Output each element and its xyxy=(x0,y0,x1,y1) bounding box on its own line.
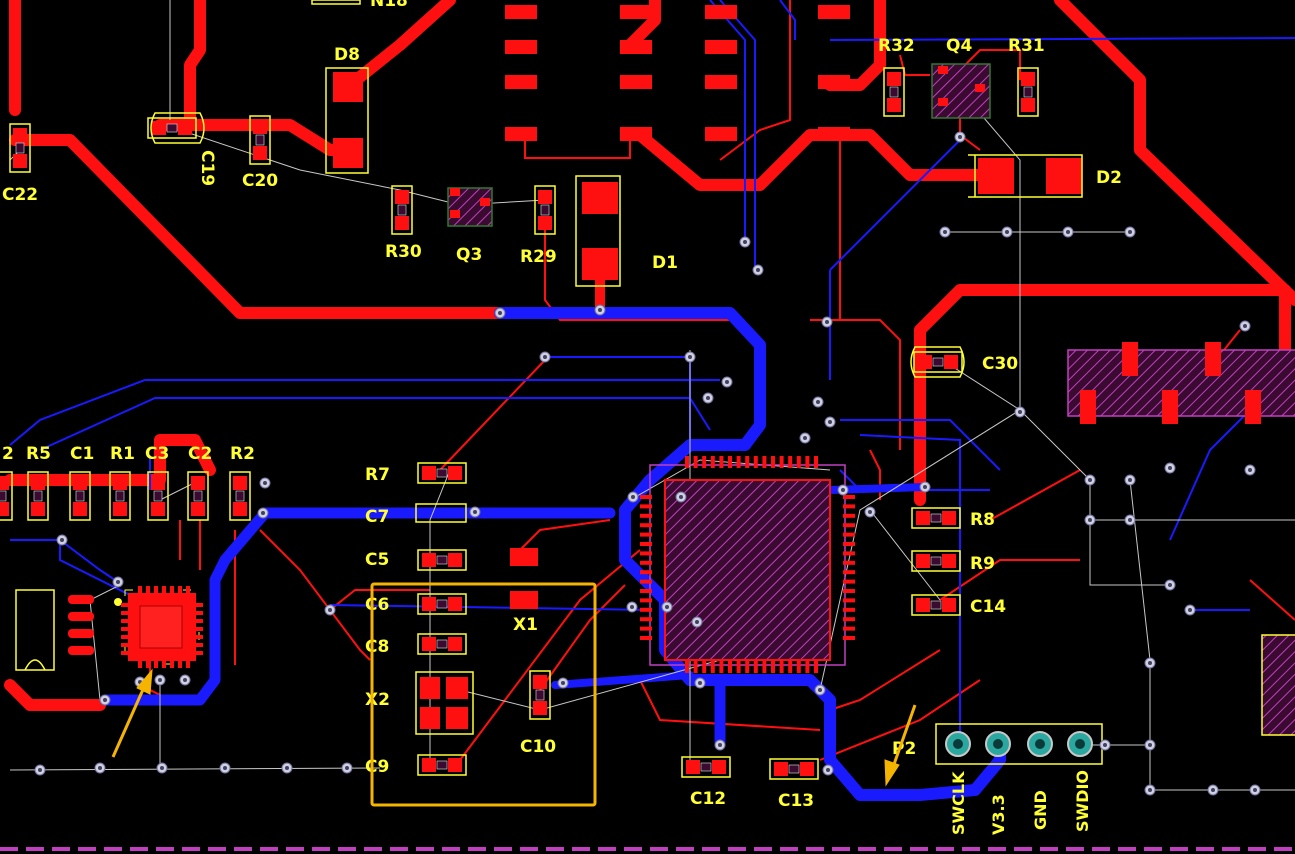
label-x1: X1 xyxy=(513,615,538,635)
smd-pads xyxy=(68,5,1261,729)
vias xyxy=(34,131,1261,796)
label-c3: C3 xyxy=(145,444,169,464)
label-c1: C1 xyxy=(70,444,94,464)
label-2: 2 xyxy=(2,444,14,464)
label-c10: C10 xyxy=(520,737,556,757)
label-r2: R2 xyxy=(230,444,255,464)
label-d1: D1 xyxy=(652,253,678,273)
label-swdio: SWDIO xyxy=(1073,770,1092,832)
label-v33: V3.3 xyxy=(989,794,1008,835)
passive-components xyxy=(0,67,1039,780)
label-r31: R31 xyxy=(1008,36,1045,56)
label-c14: C14 xyxy=(970,597,1006,617)
label-c9: C9 xyxy=(365,757,389,777)
label-c5: C5 xyxy=(365,550,389,570)
label-c19: C19 xyxy=(197,150,217,186)
label-swclk: SWCLK xyxy=(949,771,968,835)
label-r30: R30 xyxy=(385,242,422,262)
label-r5: R5 xyxy=(26,444,51,464)
silkscreen-outlines xyxy=(15,0,1103,765)
label-c2: C2 xyxy=(188,444,212,464)
label-q4: Q4 xyxy=(946,36,972,56)
label-r7: R7 xyxy=(365,465,390,485)
label-r1: R1 xyxy=(110,444,135,464)
label-d2: D2 xyxy=(1096,168,1122,188)
label-d8: D8 xyxy=(334,45,360,65)
label-c6: C6 xyxy=(365,595,389,615)
label-gnd: GND xyxy=(1031,790,1050,830)
mcu-body xyxy=(664,479,831,661)
label-c8: C8 xyxy=(365,637,389,657)
label-c7: C7 xyxy=(365,507,389,527)
silkscreen-labels: N18 D8 C22 C19 C20 R30 Q3 R29 D1 R32 Q4 … xyxy=(2,0,1122,835)
label-c22: C22 xyxy=(2,185,38,205)
arrow-qfn-ground xyxy=(111,668,153,758)
label-r8: R8 xyxy=(970,510,995,530)
label-c13: C13 xyxy=(778,791,814,811)
qfn-chip xyxy=(114,586,203,668)
label-r9: R9 xyxy=(970,554,995,574)
mcu-pins xyxy=(640,456,855,673)
bottom-power-traces xyxy=(99,307,1006,801)
label-r32: R32 xyxy=(878,36,915,56)
p2-header-pins xyxy=(945,731,1093,757)
label-c12: C12 xyxy=(690,789,726,809)
arrow-swd-trace xyxy=(884,704,917,787)
label-q3: Q3 xyxy=(456,245,482,265)
label-c30: C30 xyxy=(982,354,1018,374)
label-c20: C20 xyxy=(242,171,278,191)
edge-component xyxy=(1261,634,1295,736)
crystal-circuit-highlight-box xyxy=(370,582,597,807)
label-n18: N18 xyxy=(370,0,408,11)
label-x2: X2 xyxy=(365,690,390,710)
label-r29: R29 xyxy=(520,247,557,267)
